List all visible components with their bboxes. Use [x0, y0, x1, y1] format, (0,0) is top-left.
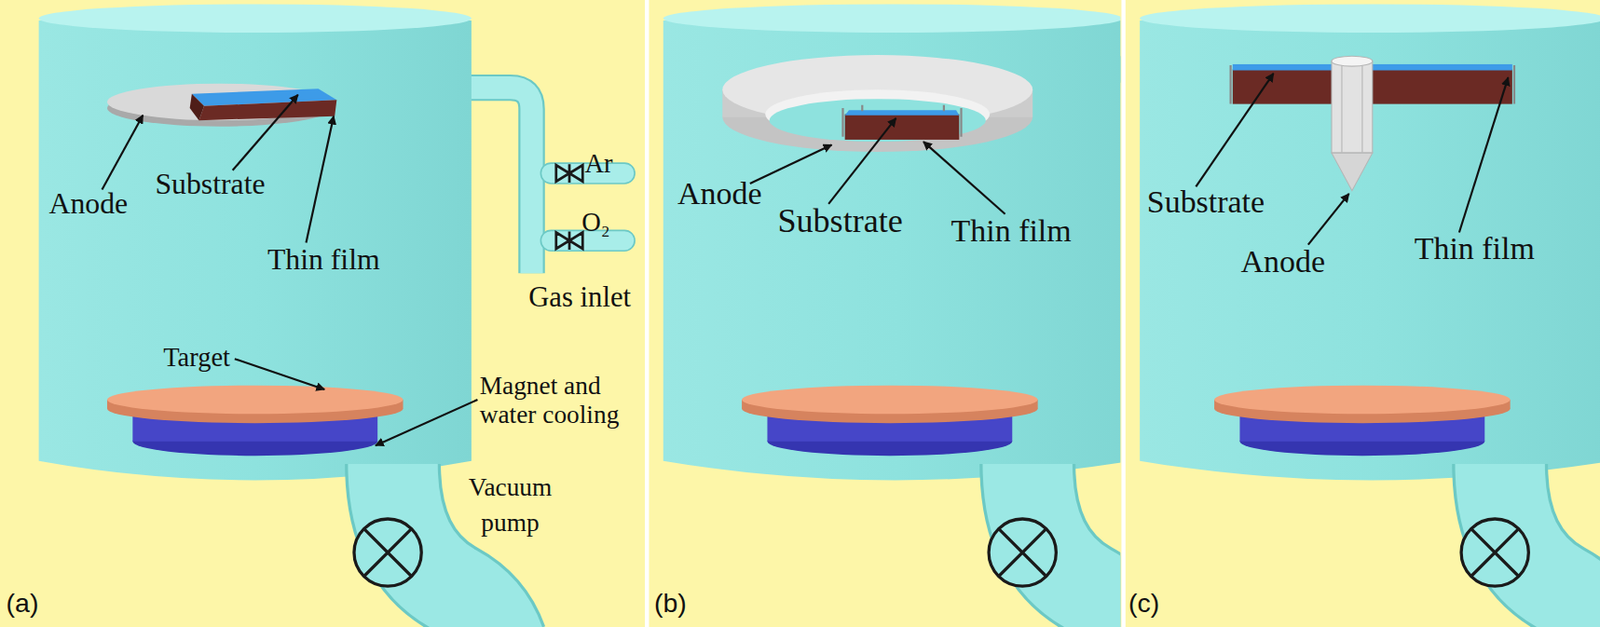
- thin-film: [199, 99, 338, 121]
- part-label: Gas inlet: [528, 281, 631, 315]
- part-label: Target: [163, 342, 231, 374]
- substrate: [1372, 64, 1513, 71]
- panel-letter: (b): [654, 588, 687, 619]
- part-label: Magnet and water cooling: [479, 371, 643, 431]
- panel-separator: [1121, 0, 1125, 627]
- anode-hole: [769, 98, 986, 142]
- chamber-top: [1139, 3, 1600, 33]
- leader-line: [750, 118, 1006, 215]
- panel-letter: (a): [6, 588, 40, 619]
- gas-pipe: [464, 87, 532, 274]
- thin-film: [1232, 68, 1332, 104]
- part-label: Anode: [49, 187, 129, 222]
- substrate: [1232, 64, 1332, 71]
- part-label: Thin film: [951, 212, 1072, 249]
- part-label: Thin film: [267, 243, 381, 278]
- part-label: Ar: [584, 149, 613, 180]
- valve-symbol: [556, 231, 583, 250]
- chamber-top: [663, 3, 1122, 33]
- anode: [1331, 55, 1373, 67]
- panel: [1139, 3, 1600, 627]
- thin-film: [845, 114, 960, 140]
- anode: [1331, 152, 1373, 191]
- panel-letter: (c): [1128, 588, 1160, 619]
- part-label: Anode: [677, 175, 762, 212]
- anode: [1341, 63, 1363, 153]
- part-label: O₂: [581, 207, 610, 239]
- gas-pipe: [464, 87, 532, 274]
- thin-film: [1372, 68, 1513, 104]
- part-label: Substrate: [777, 202, 903, 242]
- part-label: Substrate: [154, 167, 265, 203]
- panel-separator: [644, 0, 649, 627]
- clip: [842, 105, 961, 137]
- leader-line: [102, 95, 479, 446]
- panel: [663, 3, 1122, 627]
- valve-symbol: [556, 164, 583, 183]
- chamber-top: [39, 3, 472, 33]
- part-label: Vacuum pump: [453, 469, 566, 542]
- panel: [39, 3, 635, 627]
- thin-film: [190, 94, 205, 121]
- anode: [1331, 61, 1373, 153]
- part-label: Substrate: [1147, 183, 1265, 220]
- part-label: Anode: [1241, 243, 1326, 280]
- part-label: Thin film: [1414, 230, 1535, 267]
